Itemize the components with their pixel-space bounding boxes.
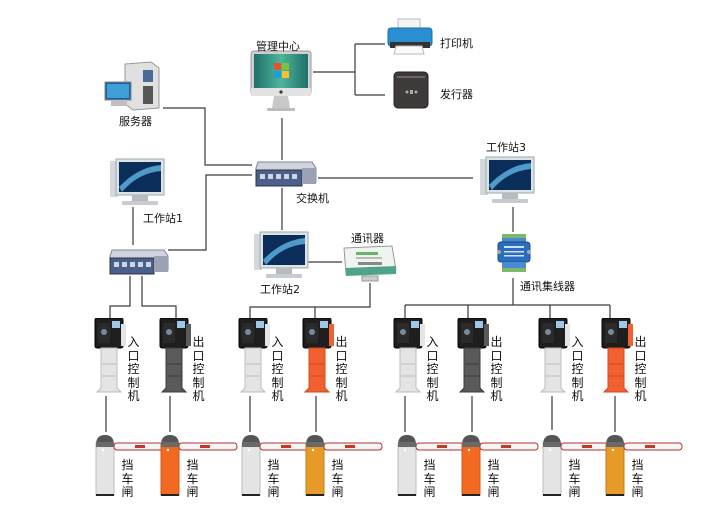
- barrier-gate-icon: [95, 435, 173, 496]
- barrier-gate-icon: [542, 435, 620, 496]
- wire-local-terminals: [109, 276, 177, 318]
- barrier-gate-label: 挡车闸: [568, 458, 581, 499]
- barrier-gate-label: 挡车闸: [331, 458, 344, 499]
- control-terminal-icon: [238, 318, 270, 393]
- control-terminal-label: 出口控制机: [335, 335, 348, 403]
- barrier-gate-label: 挡车闸: [423, 458, 436, 499]
- barrier-gate[interactable]: [461, 433, 541, 497]
- control-terminal-icon: [393, 318, 425, 393]
- entry-control-terminal[interactable]: [237, 318, 271, 394]
- wire-switch-local: [168, 174, 252, 251]
- entry-control-terminal[interactable]: [537, 318, 571, 394]
- card-issuer-icon: [393, 71, 429, 109]
- barrier-gate-label: 挡车闸: [631, 458, 644, 499]
- communicator[interactable]: [342, 244, 398, 284]
- control-terminal-label: 入口控制机: [426, 335, 439, 403]
- barrier-gate-icon: [461, 435, 539, 496]
- imac-monitor-icon: [250, 50, 312, 111]
- workstation-1[interactable]: [108, 157, 166, 207]
- control-terminal-icon: [538, 318, 570, 393]
- wire-server-switch: [163, 107, 252, 166]
- control-terminal-icon: [159, 318, 191, 393]
- control-terminal-label: 出口控制机: [192, 335, 205, 403]
- barrier-gate-icon: [605, 435, 683, 496]
- desktop-monitor-icon: [480, 156, 535, 203]
- barrier-gate[interactable]: [305, 433, 385, 497]
- server-label: 服务器: [119, 115, 152, 128]
- barrier-gate[interactable]: [160, 433, 240, 497]
- barrier-gate-label: 挡车闸: [267, 458, 280, 499]
- barrier-gate[interactable]: [542, 433, 622, 497]
- entry-control-terminal[interactable]: [392, 318, 426, 394]
- network-switch-icon: [109, 249, 169, 275]
- management-center-label: 管理中心: [256, 40, 300, 53]
- barrier-gate-icon: [160, 435, 238, 496]
- control-terminal-label: 入口控制机: [571, 335, 584, 403]
- entry-control-terminal[interactable]: [93, 318, 127, 394]
- control-terminal-label: 入口控制机: [127, 335, 140, 403]
- barrier-gate-icon: [397, 435, 475, 496]
- rs485-communicator-icon: [343, 245, 397, 282]
- control-terminal-label: 入口控制机: [271, 335, 284, 403]
- network-switch-icon: [255, 161, 317, 187]
- control-terminal-label: 出口控制机: [634, 335, 647, 403]
- communication-hub-icon: [497, 234, 531, 272]
- barrier-gate-label: 挡车闸: [186, 458, 199, 499]
- comm-hub[interactable]: [496, 234, 532, 278]
- desktop-monitor-icon: [254, 231, 309, 278]
- printer[interactable]: [386, 18, 436, 56]
- printer-label: 打印机: [440, 37, 473, 50]
- barrier-gate[interactable]: [397, 433, 477, 497]
- control-terminal-label: 出口控制机: [490, 335, 503, 403]
- workstation-2-label: 工作站2: [260, 283, 300, 296]
- server-icon: [104, 61, 160, 111]
- exit-control-terminal[interactable]: [158, 318, 192, 394]
- control-terminal-icon: [457, 318, 489, 393]
- desktop-monitor-icon: [110, 158, 165, 205]
- wire-terminals-barriers: [105, 396, 616, 432]
- barrier-gate[interactable]: [605, 433, 685, 497]
- workstation-1-label: 工作站1: [143, 212, 183, 225]
- wire-hub-terminals: [404, 278, 611, 318]
- control-terminal-icon: [94, 318, 126, 393]
- workstation-3[interactable]: [478, 155, 536, 205]
- wire-comm-terminals: [249, 283, 371, 318]
- exit-control-terminal[interactable]: [600, 318, 634, 394]
- management-center[interactable]: [250, 50, 312, 118]
- main-switch-label: 交换机: [296, 192, 329, 205]
- control-terminal-icon: [302, 318, 334, 393]
- local-switch[interactable]: [106, 248, 170, 276]
- barrier-gate-label: 挡车闸: [487, 458, 500, 499]
- printer-icon: [387, 18, 433, 55]
- workstation-2[interactable]: [252, 230, 310, 280]
- communicator-label: 通讯器: [351, 232, 384, 245]
- exit-control-terminal[interactable]: [456, 318, 490, 394]
- server[interactable]: [103, 60, 163, 112]
- barrier-gate[interactable]: [95, 433, 175, 497]
- barrier-gate-icon: [305, 435, 383, 496]
- control-terminal-icon: [601, 318, 633, 393]
- card-issuer[interactable]: [392, 70, 430, 110]
- barrier-gate-label: 挡车闸: [121, 458, 134, 499]
- workstation-3-label: 工作站3: [486, 141, 526, 154]
- exit-control-terminal[interactable]: [301, 318, 335, 394]
- main-switch[interactable]: [252, 160, 318, 188]
- comm-hub-label: 通讯集线器: [520, 280, 575, 293]
- card-issuer-label: 发行器: [440, 88, 473, 101]
- wire-mgmt-peripherals: [313, 43, 385, 96]
